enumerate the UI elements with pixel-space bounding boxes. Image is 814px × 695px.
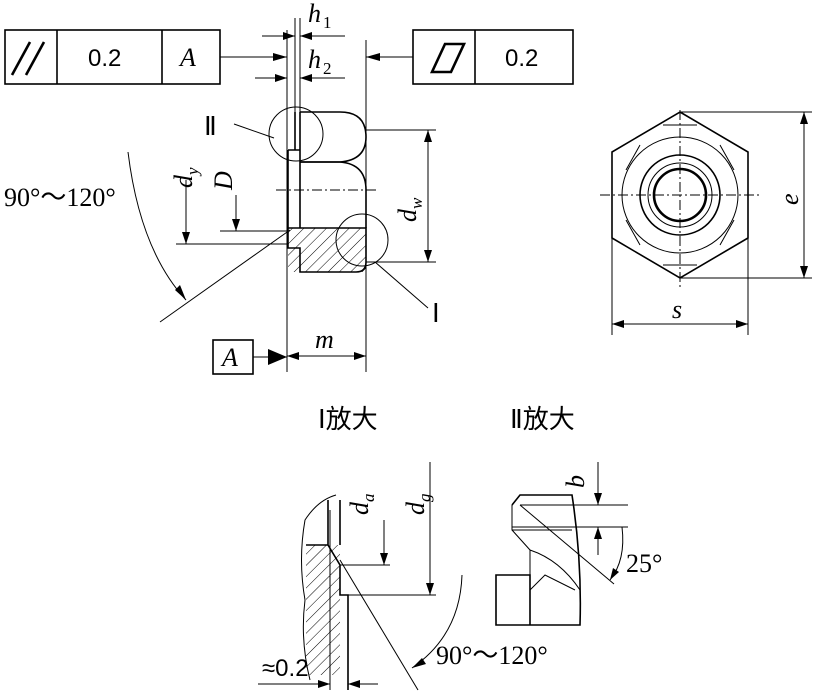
h2-subscript: 2 — [323, 59, 332, 78]
approx-0.2-label: ≈0.2 — [262, 655, 309, 682]
dw-label: dw — [393, 197, 426, 222]
dg-label-subscript: g — [415, 494, 434, 503]
nut-side-view: Ⅱ Ⅰ 90°～120° dy D dw m A — [4, 30, 440, 375]
detail-I-title: Ⅰ放大 — [318, 405, 378, 434]
detail-I-circle — [335, 213, 389, 267]
detail-I-view: da dg 90°～120° ≈0.2 — [258, 462, 548, 691]
h1-label: h — [308, 0, 321, 28]
datum-A-label: A — [220, 343, 238, 372]
da-label: da — [345, 494, 378, 516]
parallelism-icon — [10, 41, 46, 76]
dw-label-subscript: w — [407, 197, 426, 209]
flatness-value: 0.2 — [505, 45, 538, 72]
b-label: b — [561, 475, 590, 488]
da-label-subscript: a — [359, 494, 378, 503]
parallelism-tolerance-frame: 0.2 A — [4, 29, 287, 85]
angle-detail-label: 90°～120° — [436, 641, 548, 670]
detail-II-circle — [268, 106, 324, 162]
detail-I-marker: Ⅰ — [432, 299, 440, 328]
h2-label: h — [308, 45, 321, 74]
detail-II-title: Ⅱ放大 — [510, 405, 575, 434]
nut-top-view: e s — [600, 110, 812, 335]
angle-25-label: 25° — [626, 549, 662, 578]
parallelism-value: 0.2 — [88, 45, 121, 72]
h1-subscript: 1 — [323, 13, 332, 32]
detail-II-marker: Ⅱ — [204, 112, 217, 141]
flatness-icon — [429, 42, 467, 74]
dy-label-subscript: y — [183, 167, 202, 177]
flatness-tolerance-frame: 0.2 — [366, 29, 574, 85]
angle-main-label: 90°～120° — [4, 183, 116, 212]
e-label: e — [775, 193, 804, 205]
D-label: D — [209, 171, 238, 191]
s-label: s — [672, 295, 682, 324]
dg-label: dg — [401, 494, 434, 516]
h-dimensions: h 1 h 2 — [255, 0, 345, 112]
m-label: m — [315, 325, 334, 354]
detail-II-view: b 25° — [495, 462, 662, 626]
parallelism-datum: A — [178, 43, 196, 72]
dy-label: dy — [169, 167, 202, 188]
